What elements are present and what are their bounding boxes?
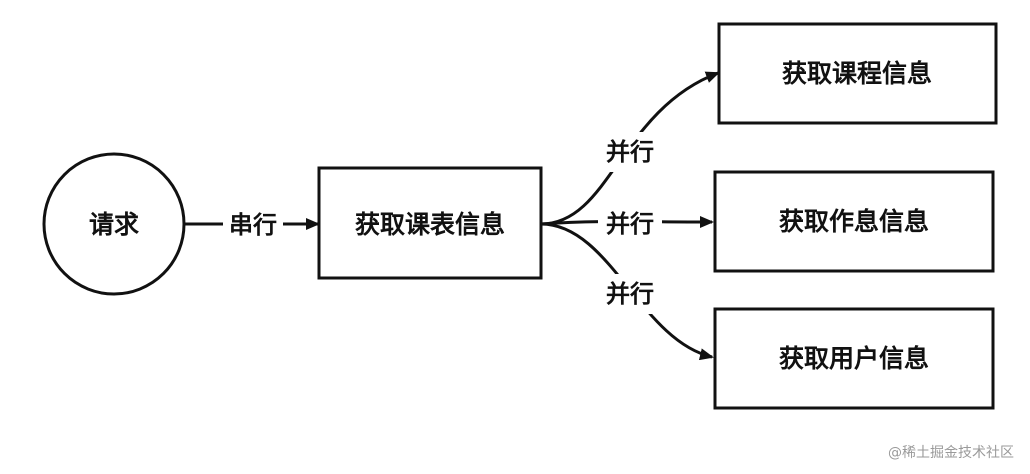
parallel-mid-label: 并行 [606,210,654,238]
get-user-label: 获取用户信息 [779,344,929,373]
serial-label-bg [223,204,283,244]
serial-label: 串行 [229,211,277,239]
get-schedule-label: 获取课表信息 [355,210,505,239]
get-course-label: 获取课程信息 [782,59,932,88]
get-rest-node [713,170,995,273]
request-label: 请求 [89,210,139,239]
get-schedule-node [317,166,543,280]
parallel-bottom-label-bg [598,274,662,314]
parallel-bottom-label: 并行 [606,280,654,308]
get-course-node [717,22,998,125]
parallel-top-label-bg [598,132,662,172]
get-rest-label: 获取作息信息 [779,207,929,236]
get-user-node [713,307,995,410]
watermark: @稀土掘金技术社区 [888,445,1014,461]
parallel-mid-label-bg [598,203,662,243]
parallel-top-label: 并行 [606,138,654,166]
